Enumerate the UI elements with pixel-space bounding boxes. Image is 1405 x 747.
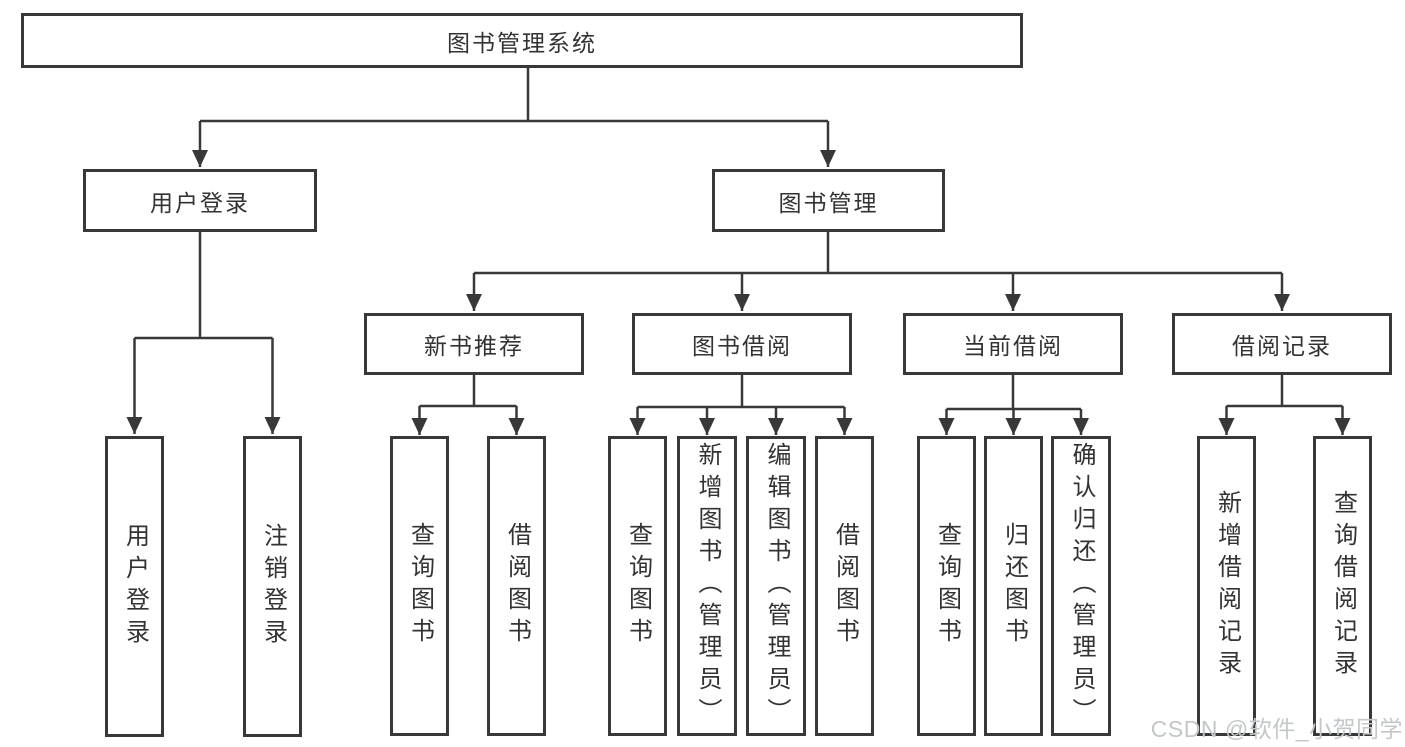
leaf-records-query-borrow-record: 查询借阅记录 xyxy=(1313,436,1372,736)
node-label: 编辑图书（管理员） xyxy=(763,442,790,730)
node-label: 用户登录 xyxy=(150,189,250,216)
node-label: 图书借阅 xyxy=(692,333,792,359)
leaf-current-confirm-return-admin: 确认归还（管理员） xyxy=(1051,436,1111,736)
node-label: 新书推荐 xyxy=(424,333,524,359)
connector-book-borrowing-children xyxy=(629,375,853,435)
node-label: 归还图书 xyxy=(1000,522,1028,650)
connector-borrowing-records-children xyxy=(1218,375,1351,435)
connector-new-book-recommendation-children xyxy=(411,375,525,435)
node-label: 查询图书 xyxy=(933,522,961,650)
leaf-recommend-query-books: 查询图书 xyxy=(390,436,449,736)
leaf-recommend-borrow-books: 借阅图书 xyxy=(487,436,546,736)
leaf-borrowing-edit-books-admin: 编辑图书（管理员） xyxy=(746,436,806,736)
node-label: 查询图书 xyxy=(406,522,434,650)
node-label: 查询借阅记录 xyxy=(1329,490,1357,682)
node-label: 借阅图书 xyxy=(503,522,531,650)
node-new-book-recommendation: 新书推荐 xyxy=(364,313,584,375)
leaf-records-add-borrow-record: 新增借阅记录 xyxy=(1197,436,1256,736)
connector-book-management-children xyxy=(466,232,1290,311)
node-label: 当前借阅 xyxy=(963,333,1063,359)
node-label: 新增借阅记录 xyxy=(1213,490,1241,682)
connector-user-login-children xyxy=(126,232,281,434)
node-current-borrowing: 当前借阅 xyxy=(903,313,1123,375)
node-label: 借阅图书 xyxy=(831,522,859,650)
node-label: 确认归还（管理员） xyxy=(1068,442,1095,730)
leaf-borrowing-query-books: 查询图书 xyxy=(608,436,667,736)
leaf-borrowing-borrow-books: 借阅图书 xyxy=(815,436,874,736)
connector-current-borrowing-children xyxy=(938,375,1089,435)
leaf-current-return-books: 归还图书 xyxy=(984,436,1043,736)
leaf-current-query-books: 查询图书 xyxy=(917,436,976,736)
node-label: 用户登录 xyxy=(121,522,149,651)
node-borrowing-records: 借阅记录 xyxy=(1172,313,1392,375)
watermark-csdn: CSDN @软件_小贺同学 xyxy=(1150,716,1403,742)
node-label: 注销登录 xyxy=(259,522,287,651)
node-label: 图书管理 xyxy=(778,189,879,216)
connector-root-to-branches xyxy=(192,68,836,167)
node-label: 新增图书（管理员） xyxy=(694,442,721,730)
node-book-management: 图书管理 xyxy=(712,169,945,232)
node-label: 借阅记录 xyxy=(1232,333,1332,359)
node-library-management-system: 图书管理系统 xyxy=(21,13,1023,68)
leaf-logout: 注销登录 xyxy=(243,436,302,737)
node-label: 图书管理系统 xyxy=(447,29,597,56)
node-book-borrowing: 图书借阅 xyxy=(632,313,852,375)
node-label: 查询图书 xyxy=(624,522,652,650)
leaf-borrowing-add-books-admin: 新增图书（管理员） xyxy=(677,436,737,736)
leaf-user-login: 用户登录 xyxy=(105,436,164,737)
node-user-login-branch: 用户登录 xyxy=(83,169,317,232)
